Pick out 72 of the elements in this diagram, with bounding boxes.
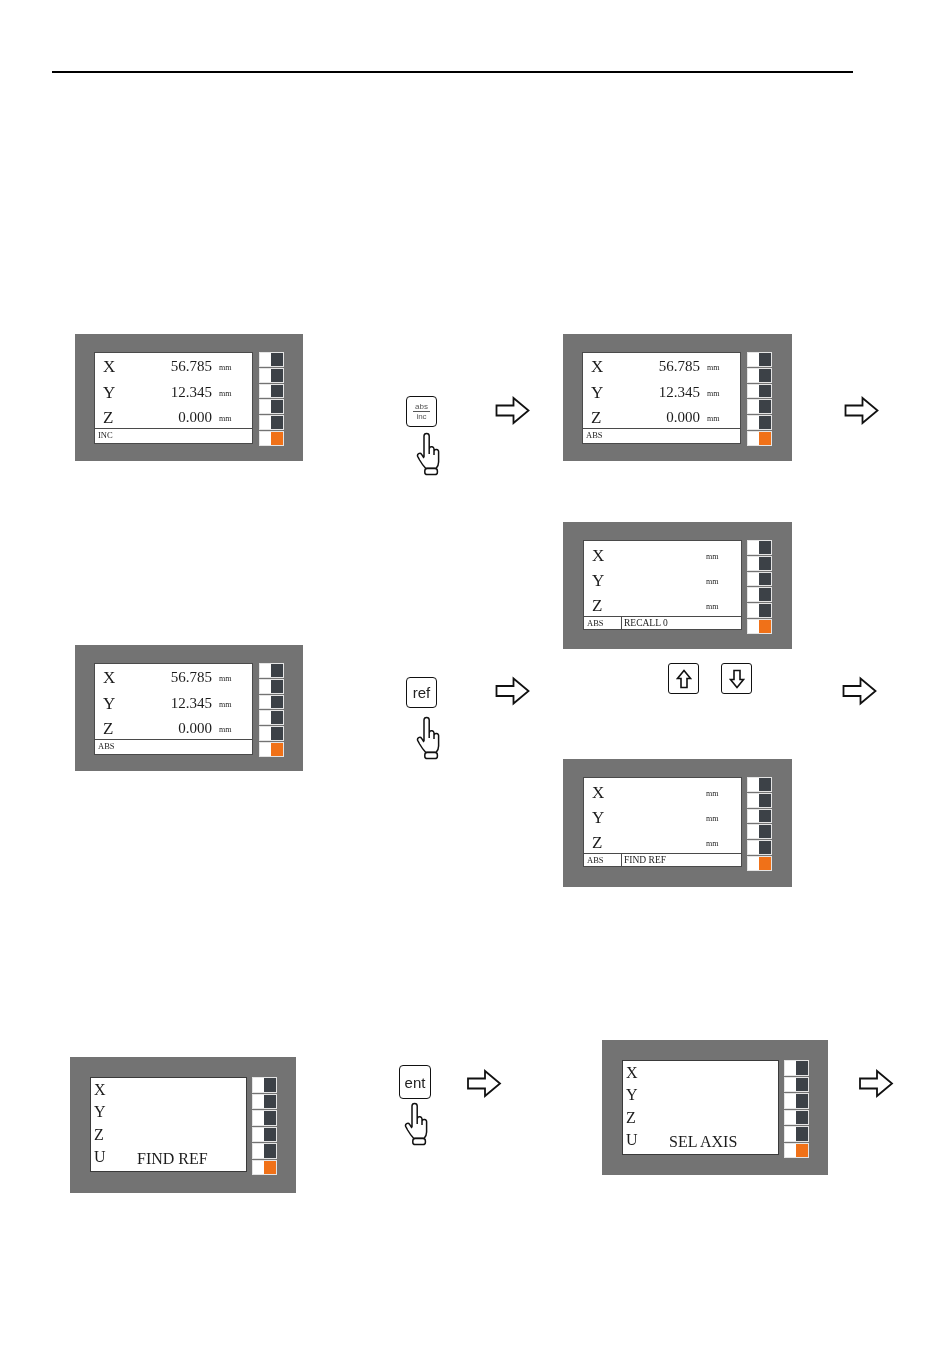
axis-label: Y: [591, 382, 604, 403]
axis-label: X: [592, 546, 605, 566]
mode-indicator: INC: [98, 430, 113, 441]
axis-label: Z: [103, 719, 114, 739]
axis-label: X: [591, 357, 604, 377]
arrow-key: [668, 663, 699, 694]
position-value: 12.345: [170, 693, 212, 712]
position-value: 0.000: [666, 408, 700, 426]
position-value: 12.345: [658, 382, 700, 401]
axis-label: Y: [592, 571, 605, 591]
status-message: FIND REF: [624, 854, 666, 866]
unit-label: mm: [219, 414, 232, 424]
status-message: SEL AXIS: [669, 1133, 738, 1151]
axis-label: Z: [591, 408, 602, 428]
unit-label: mm: [219, 363, 232, 373]
keypad-key: [406, 677, 437, 708]
display-panel: [75, 645, 303, 771]
axis-label: X: [94, 1081, 106, 1099]
position-value: 12.345: [170, 382, 212, 401]
key-label: abs: [415, 402, 428, 411]
arrow-key: [721, 663, 752, 694]
unit-label: mm: [706, 789, 719, 799]
mode-indicator: ABS: [586, 430, 603, 441]
display-panel: [563, 759, 792, 887]
unit-label: mm: [706, 577, 719, 587]
unit-label: mm: [707, 388, 720, 399]
display-panel: [75, 334, 303, 461]
position-value: 56.785: [170, 668, 212, 686]
keypad-key: [406, 396, 437, 427]
axis-label: Y: [103, 382, 116, 403]
axis-label: X: [626, 1064, 638, 1082]
status-message: FIND REF: [137, 1150, 208, 1168]
position-value: 56.785: [170, 357, 212, 375]
axis-label: X: [103, 668, 116, 688]
axis-label: Z: [592, 833, 603, 853]
unit-label: mm: [219, 388, 232, 399]
axis-label: Z: [94, 1125, 104, 1144]
status-message: RECALL 0: [624, 617, 668, 629]
axis-label: U: [94, 1147, 106, 1166]
unit-label: mm: [707, 414, 720, 424]
axis-label: Z: [626, 1108, 636, 1127]
axis-label: Y: [94, 1103, 106, 1122]
position-value: 0.000: [178, 408, 212, 426]
unit-label: mm: [219, 699, 232, 710]
axis-label: X: [592, 783, 605, 803]
axis-label: Z: [103, 408, 114, 428]
unit-label: mm: [219, 674, 232, 684]
axis-label: Y: [592, 808, 605, 828]
mode-indicator: ABS: [584, 854, 622, 866]
axis-label: U: [626, 1130, 638, 1149]
axis-label: X: [103, 357, 116, 377]
display-panel: [563, 334, 792, 461]
unit-label: mm: [706, 552, 719, 562]
axis-label: Y: [626, 1086, 638, 1105]
key-label: inc: [416, 412, 427, 421]
keypad-key: [399, 1065, 431, 1099]
mode-indicator: ABS: [98, 741, 115, 752]
axis-label: Z: [592, 596, 603, 616]
key-label: ref: [412, 684, 431, 701]
unit-label: mm: [706, 602, 719, 612]
display-panel: [602, 1040, 828, 1175]
unit-label: mm: [706, 814, 719, 824]
mode-indicator: ABS: [584, 617, 622, 629]
position-value: 56.785: [658, 357, 700, 375]
unit-label: mm: [219, 725, 232, 735]
position-value: 0.000: [178, 719, 212, 737]
axis-label: Y: [103, 693, 116, 714]
key-label: ent: [404, 1073, 426, 1091]
unit-label: mm: [706, 839, 719, 849]
display-panel: [70, 1057, 296, 1193]
unit-label: mm: [707, 363, 720, 373]
display-panel: [563, 522, 792, 649]
